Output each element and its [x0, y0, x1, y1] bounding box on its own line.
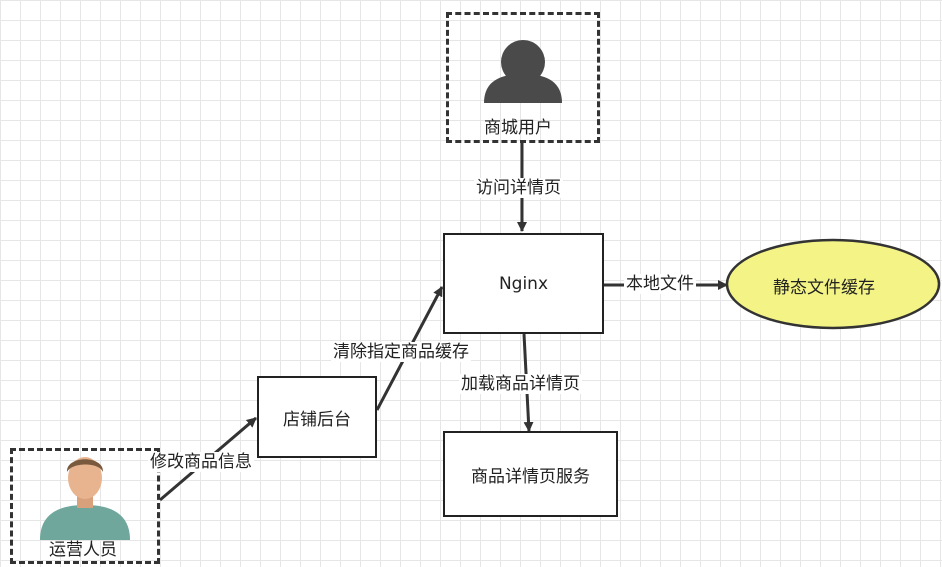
static-cache-node	[725, 238, 941, 330]
operator-avatar-icon	[40, 457, 130, 540]
edge-label-clear-cache: 清除指定商品缓存	[331, 342, 471, 362]
operator-actor	[10, 448, 160, 564]
edge-label-visit-detail: 访问详情页	[474, 178, 563, 198]
user-icon	[484, 40, 562, 103]
detail-service-node: 商品详情页服务	[443, 431, 618, 517]
operator-label: 运营人员	[49, 540, 117, 560]
edge-label-local-file: 本地文件	[624, 274, 696, 294]
store-backend-node: 店铺后台	[257, 376, 377, 458]
static-cache-label: 静态文件缓存	[773, 278, 875, 298]
edge-label-load-detail: 加载商品详情页	[459, 374, 582, 394]
mall-user-actor	[446, 12, 600, 143]
mall-user-label: 商城用户	[484, 118, 552, 138]
nginx-node: Nginx	[443, 233, 604, 334]
edge-label-modify-info: 修改商品信息	[148, 452, 254, 472]
